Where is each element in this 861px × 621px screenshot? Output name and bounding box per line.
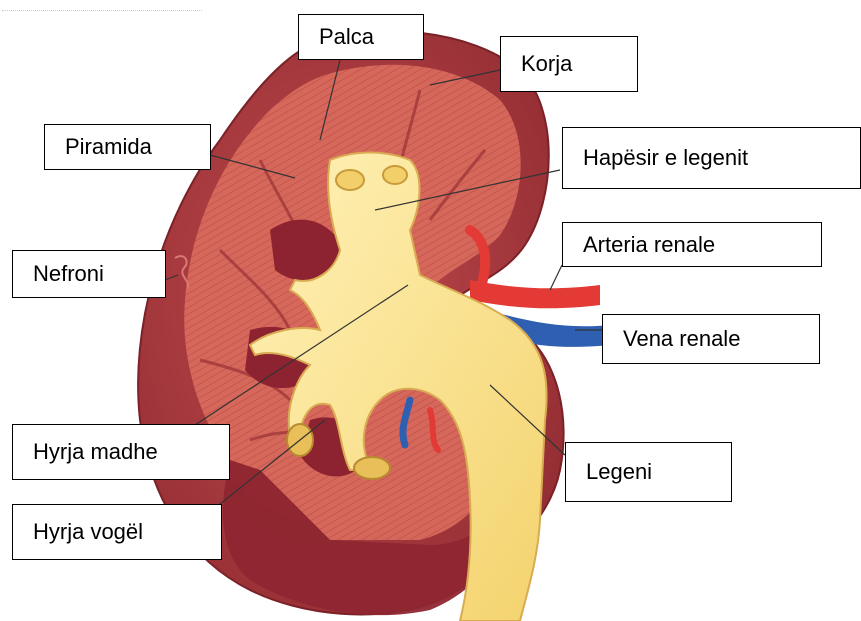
- label-piramida: Piramida: [44, 124, 211, 170]
- label-hyrja-madhe: Hyrja madhe: [12, 424, 230, 480]
- label-legeni: Legeni: [565, 442, 732, 502]
- label-korja: Korja: [500, 36, 638, 92]
- label-vena-renale: Vena renale: [602, 314, 820, 364]
- label-hyrja-vogel: Hyrja vogël: [12, 504, 222, 560]
- renal-artery: [470, 280, 600, 308]
- label-hapesira-legenit: Hapësir e legenit: [562, 127, 861, 189]
- label-palca: Palca: [298, 14, 424, 60]
- label-arteria-renale: Arteria renale: [562, 222, 822, 267]
- label-nefroni: Nefroni: [12, 250, 166, 298]
